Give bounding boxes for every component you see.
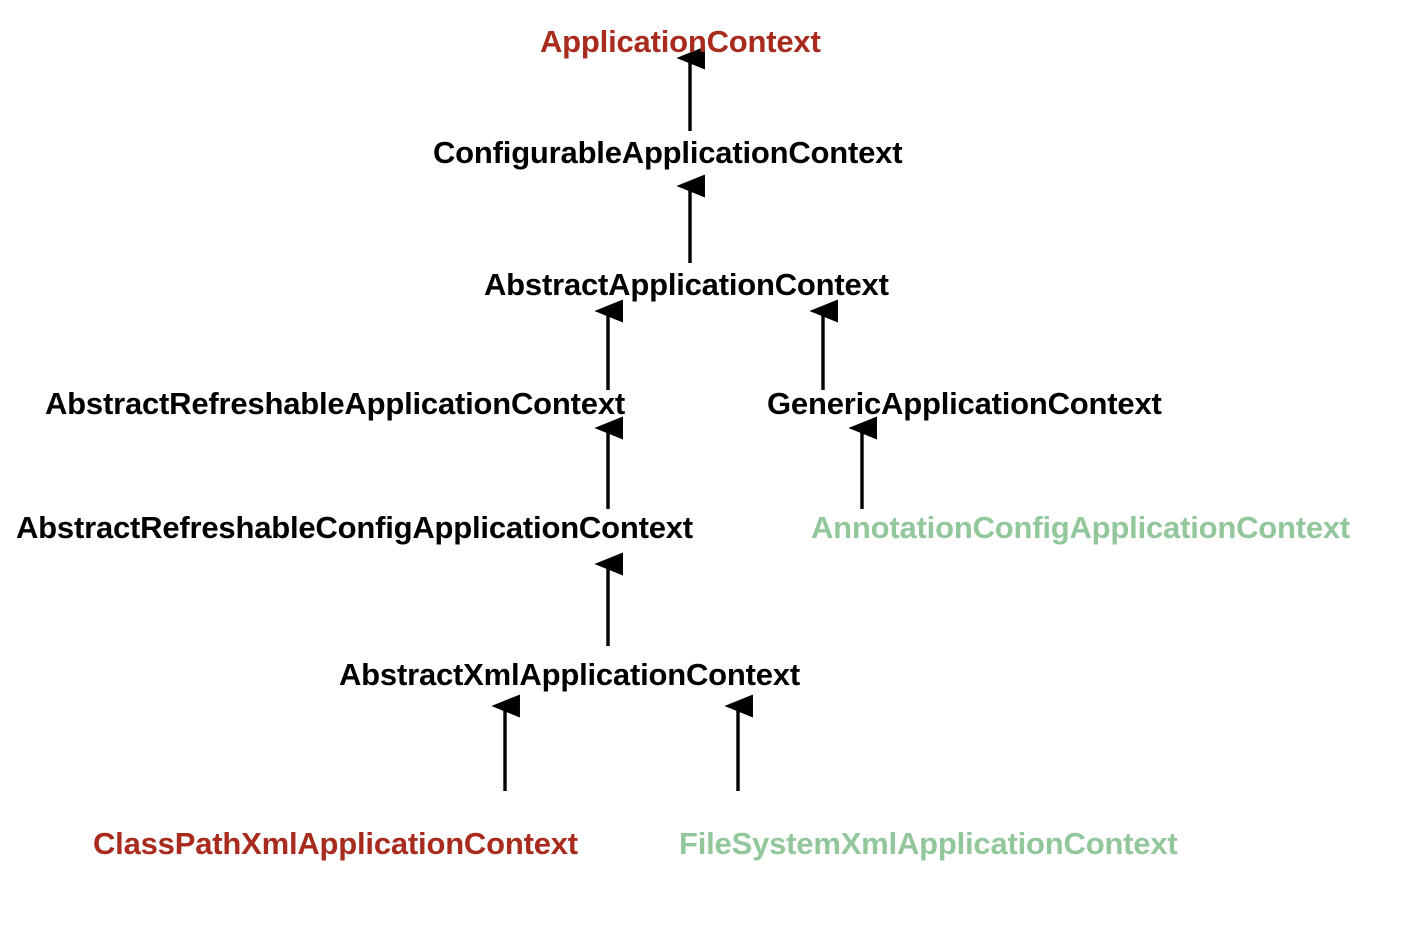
class-node-annotation-config-application-context[interactable]: AnnotationConfigApplicationContext bbox=[811, 510, 1351, 545]
class-node-generic-application-context[interactable]: GenericApplicationContext bbox=[767, 386, 1162, 421]
class-node-abstract-refreshable-config-application-context[interactable]: AbstractRefreshableConfigApplicationCont… bbox=[16, 510, 693, 545]
class-node-class-path-xml-application-context[interactable]: ClassPathXmlApplicationContext bbox=[93, 826, 578, 861]
class-node-abstract-refreshable-application-context[interactable]: AbstractRefreshableApplicationContext bbox=[45, 386, 625, 421]
class-node-abstract-xml-application-context[interactable]: AbstractXmlApplicationContext bbox=[339, 657, 800, 692]
class-node-configurable-application-context[interactable]: ConfigurableApplicationContext bbox=[433, 135, 903, 170]
class-node-file-system-xml-application-context[interactable]: FileSystemXmlApplicationContext bbox=[679, 826, 1178, 861]
class-node-abstract-application-context[interactable]: AbstractApplicationContext bbox=[484, 267, 889, 302]
class-node-application-context[interactable]: ApplicationContext bbox=[540, 24, 821, 59]
